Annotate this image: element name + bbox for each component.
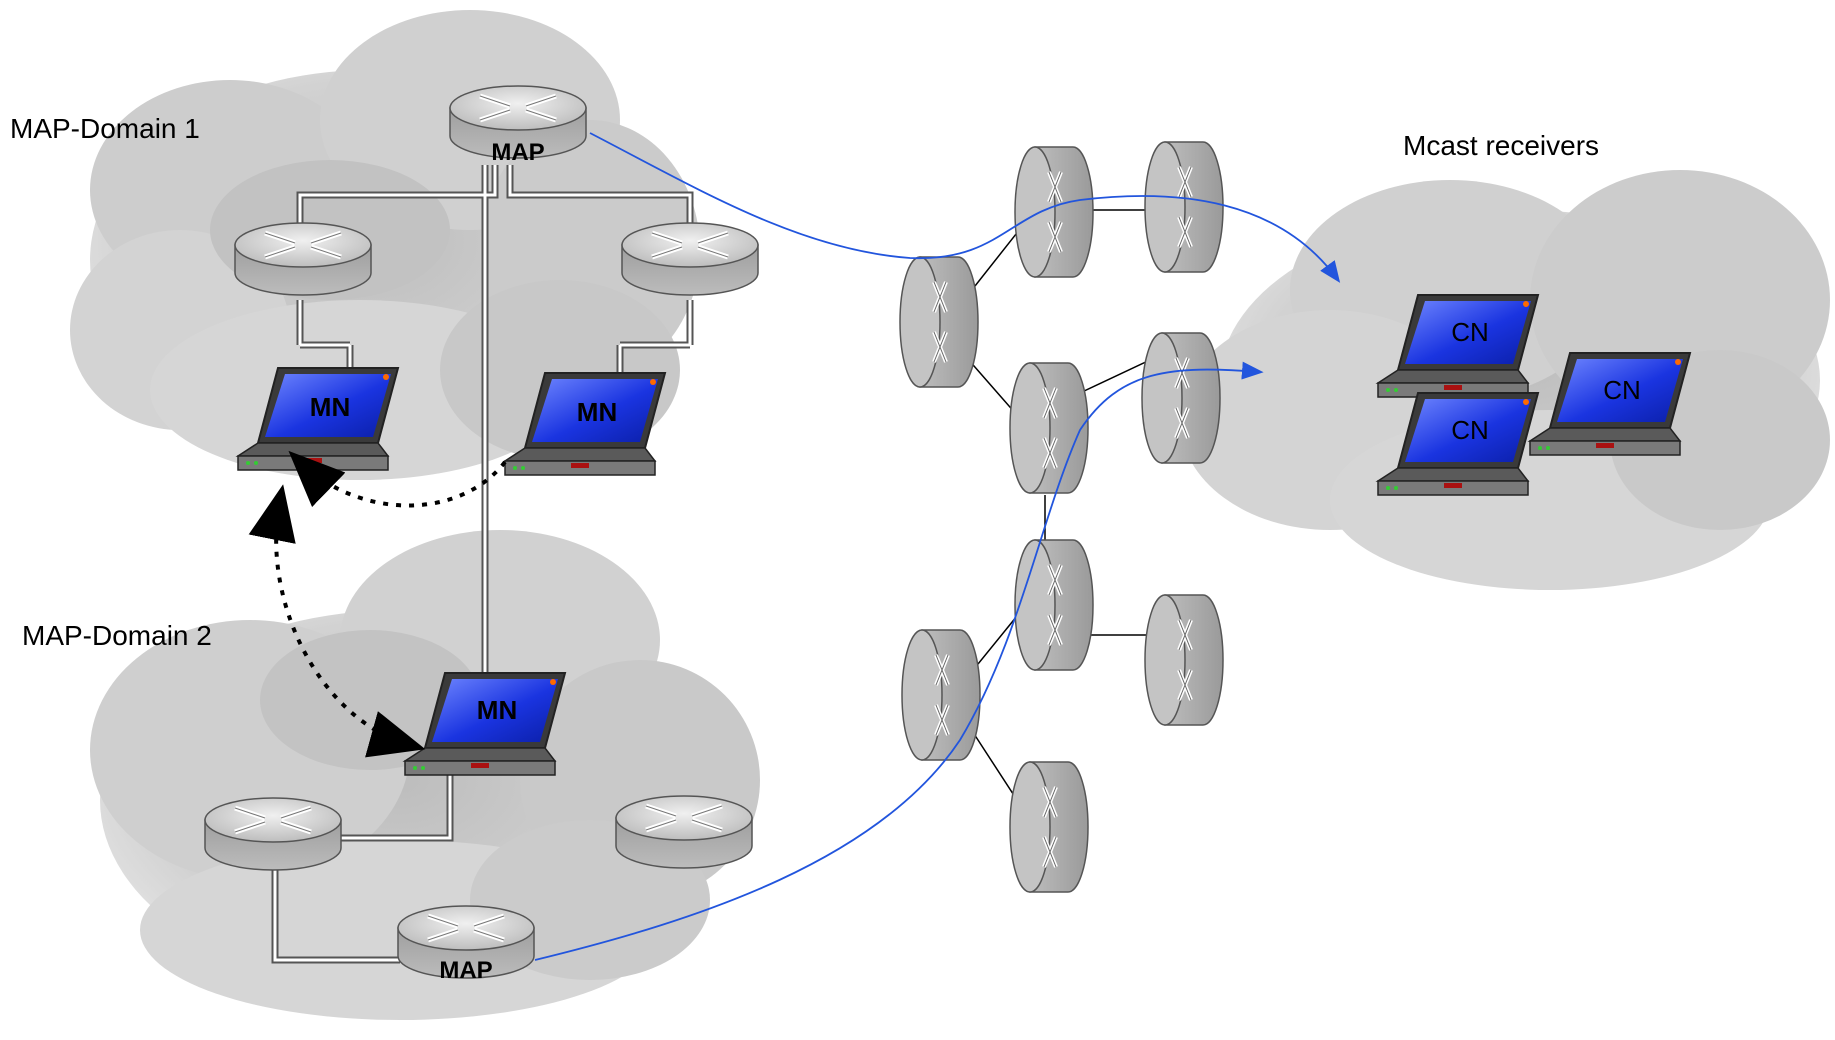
core-router-6[interactable] (1013, 538, 1095, 672)
map-label: MAP (491, 139, 544, 166)
cn-laptop-2[interactable]: CN (1529, 352, 1691, 456)
map-label: MAP (439, 957, 492, 984)
domain2-label: MAP-Domain 2 (22, 620, 212, 651)
receivers-label: Mcast receivers (1403, 130, 1599, 161)
mn-laptop-3[interactable]: MN (404, 672, 566, 776)
handover-arrow-1 (288, 450, 507, 508)
map-router-domain2[interactable]: MAP (398, 906, 534, 984)
cn-label: CN (1603, 375, 1641, 405)
core-router-1[interactable] (1013, 145, 1095, 279)
core-router-8[interactable] (900, 628, 982, 762)
core-router-9[interactable] (1008, 760, 1090, 894)
router-domain1-left[interactable] (235, 223, 371, 295)
mn-laptop-1[interactable]: MN (237, 367, 399, 471)
core-links (959, 209, 1151, 821)
mn-label: MN (310, 392, 350, 422)
domain1-label: MAP-Domain 1 (10, 113, 200, 144)
core-router-7[interactable] (1143, 593, 1225, 727)
cn-laptop-3[interactable]: CN (1377, 392, 1539, 496)
mn-label: MN (577, 397, 617, 427)
core-router-2[interactable] (1143, 140, 1225, 274)
handover-arrow-2 (248, 484, 426, 758)
mcast-path-2 (534, 361, 1264, 961)
mn-laptop-2[interactable]: MN (504, 372, 666, 476)
router-domain2-left[interactable] (205, 798, 341, 870)
core-router-3[interactable] (898, 255, 980, 389)
router-domain2-right[interactable] (616, 796, 752, 868)
map-router-domain1[interactable]: MAP (450, 86, 586, 166)
router-domain1-right[interactable] (622, 223, 758, 295)
domain1-links (296, 165, 694, 690)
mn-label: MN (477, 695, 517, 725)
domain2-links (271, 750, 454, 964)
cn-label: CN (1451, 415, 1489, 445)
core-router-5[interactable] (1008, 361, 1090, 495)
cn-label: CN (1451, 317, 1489, 347)
core-router-4[interactable] (1140, 331, 1222, 465)
mcast-path-1 (589, 132, 1341, 283)
cn-laptop-1[interactable]: CN (1377, 294, 1539, 398)
